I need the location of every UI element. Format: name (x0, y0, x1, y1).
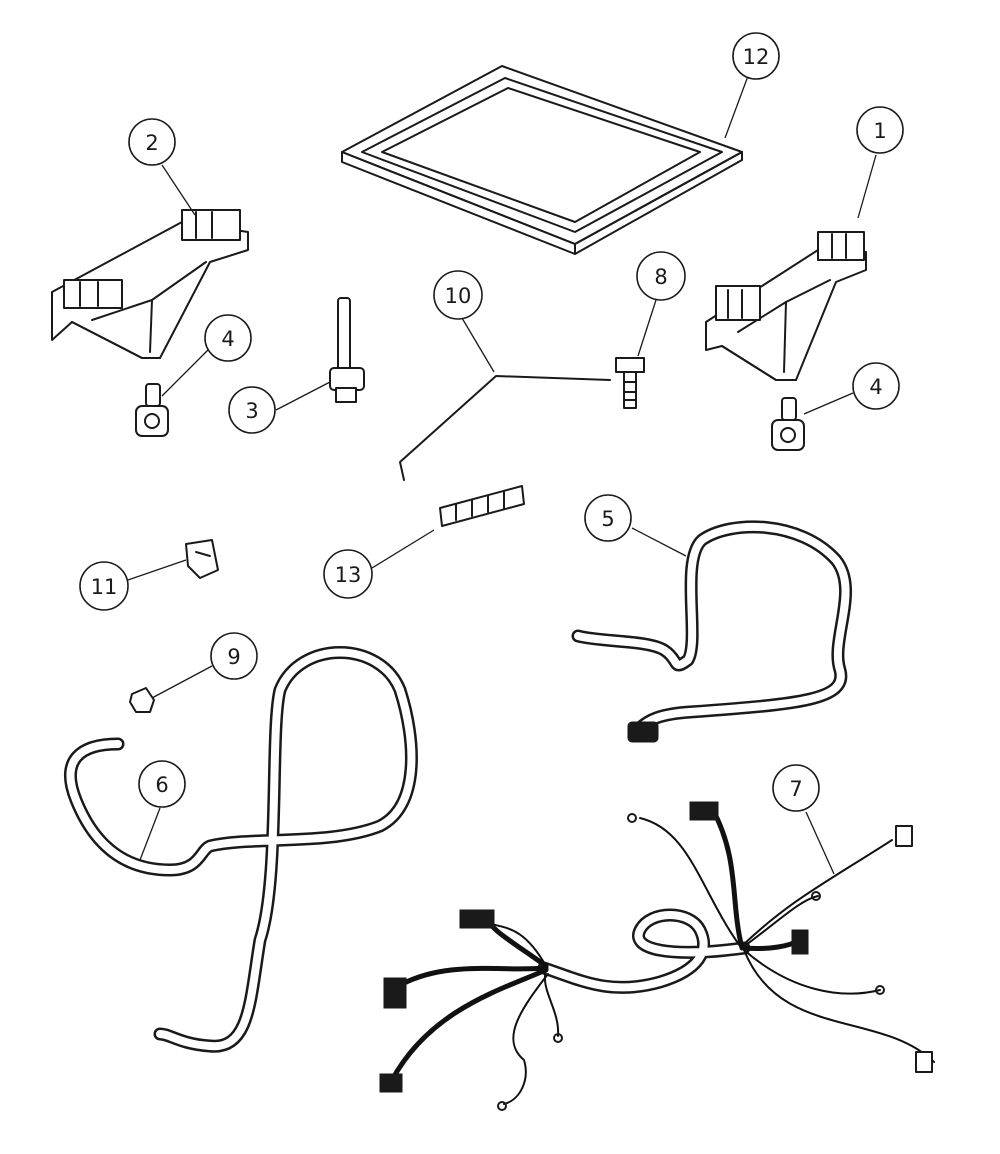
callout-label-3: 3 (245, 399, 258, 423)
callout-label-7: 12 (743, 45, 770, 69)
callout-2: 2 (128, 118, 176, 166)
leader-6 (139, 807, 161, 861)
leader-5 (631, 527, 687, 557)
callout-12: 8 (636, 251, 686, 301)
leader-3 (275, 381, 331, 411)
callout-7: 12 (732, 32, 780, 80)
leader-9 (151, 665, 213, 699)
callout-11: 11 (79, 561, 129, 611)
callout-label-8: 7 (789, 777, 802, 801)
part-3-switch (329, 297, 365, 403)
callout-label-1: 1 (873, 119, 886, 143)
leader-12 (637, 299, 657, 357)
part-5-hose (571, 520, 852, 743)
callout-label-11: 11 (91, 575, 118, 599)
callout-8: 7 (772, 764, 820, 812)
part-9-nut (129, 687, 155, 713)
callout-4-left: 4 (204, 314, 252, 362)
part-11-bracket (185, 539, 219, 579)
part-4-clip-right (771, 397, 805, 451)
callout-label-12: 8 (654, 265, 667, 289)
callout-4-right: 4 (852, 362, 900, 410)
callout-label-4-right: 4 (869, 375, 882, 399)
callout-13: 13 (323, 549, 373, 599)
callout-label-10: 10 (445, 284, 472, 308)
callout-9: 9 (210, 632, 258, 680)
part-13-strip (439, 485, 525, 527)
callout-label-9: 9 (227, 645, 240, 669)
callout-3: 3 (228, 386, 276, 434)
leader-13 (371, 529, 435, 569)
callout-5: 5 (584, 494, 632, 542)
part-4-clip-left (135, 383, 169, 437)
callout-label-13: 13 (335, 563, 362, 587)
leader-lines (121, 75, 877, 875)
callout-1: 1 (856, 106, 904, 154)
callout-label-2: 2 (145, 131, 158, 155)
part-7-top-frame (341, 65, 743, 255)
leader-8 (805, 811, 835, 875)
part-10-rod (399, 375, 611, 481)
leader-11 (121, 559, 187, 583)
callout-6: 6 (138, 760, 186, 808)
part-2-left-bracket (51, 209, 249, 359)
leader-2 (161, 164, 196, 216)
leader-10 (461, 317, 495, 373)
part-12-bolt (615, 357, 645, 409)
leader-4a (161, 349, 209, 397)
callout-label-4-left: 4 (221, 327, 234, 351)
part-1-right-bracket (705, 231, 867, 381)
part-6-hose (64, 646, 418, 1053)
part-8-wire-harness (379, 801, 935, 1111)
leader-4b (803, 392, 854, 415)
callout-label-6: 6 (155, 773, 168, 797)
callout-label-5: 5 (601, 507, 614, 531)
leader-7 (724, 75, 749, 139)
callout-10: 10 (433, 270, 483, 320)
leader-1 (857, 154, 877, 219)
